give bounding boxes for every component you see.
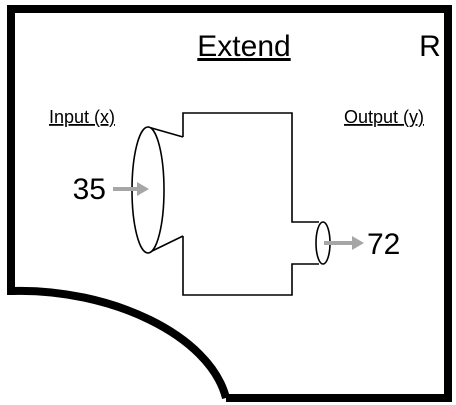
output-label: Output (y)	[344, 107, 424, 127]
card-curved-cutout	[10, 286, 230, 400]
corner-letter: R	[419, 30, 441, 63]
machine-body	[182, 112, 319, 296]
input-value: 35	[73, 173, 106, 206]
output-arrow-head	[352, 236, 364, 250]
output-value: 72	[367, 228, 400, 261]
card-frame	[7, 5, 452, 402]
input-arrow-head	[137, 182, 149, 196]
diagram-title: Extend	[197, 30, 290, 63]
input-funnel-top-edge	[147, 126, 184, 138]
input-label: Input (x)	[49, 107, 115, 127]
